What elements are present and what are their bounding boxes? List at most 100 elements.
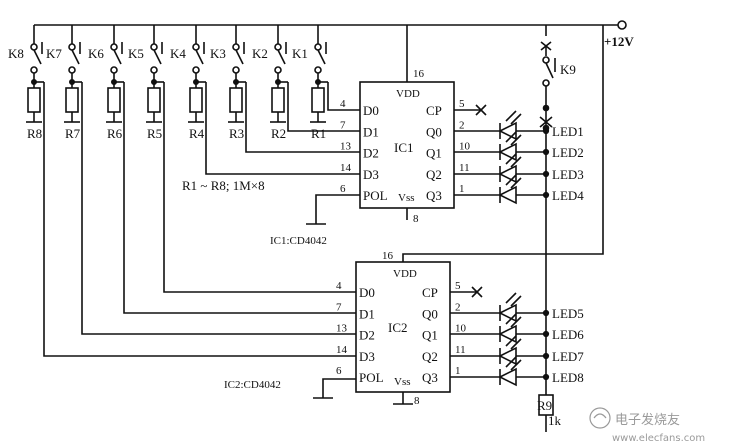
junction-dot <box>542 127 550 135</box>
led-arrow <box>510 134 522 146</box>
r9-resistor <box>538 394 554 432</box>
led-arrow <box>510 156 522 168</box>
led-led6: LED6 <box>450 313 584 344</box>
led-label-led5: LED5 <box>552 306 584 321</box>
ic1-name: IC1 <box>394 140 414 155</box>
led-led2: LED2 <box>454 131 584 162</box>
ic1-vdd-pin: 16 <box>413 68 425 80</box>
signal-route <box>81 82 356 335</box>
r9-value: 1k <box>548 413 562 428</box>
led-arrow <box>505 335 517 347</box>
ic1-pin-number-1: 1 <box>459 183 465 195</box>
switch-contact <box>232 66 240 74</box>
signal-route <box>163 82 356 293</box>
led-diode <box>498 185 517 205</box>
switch-lever <box>317 49 326 65</box>
ic2-pol-ground <box>313 378 356 399</box>
led-label-led4: LED4 <box>552 188 584 203</box>
pulldown-resistor <box>27 87 41 113</box>
led-label-led6: LED6 <box>552 327 584 342</box>
switch-label-k6: K6 <box>88 46 104 61</box>
led-led4: LED4 <box>454 174 584 205</box>
ic1-cp-line <box>454 104 487 116</box>
switch-contact <box>232 43 240 51</box>
junction-dot <box>542 309 550 317</box>
switch-lever <box>277 49 286 65</box>
ic1-pin-number-13: 13 <box>340 141 352 153</box>
ic2-pin-label-d1: D1 <box>359 306 375 321</box>
led-label-led3: LED3 <box>552 167 584 182</box>
ic1-pin-label-q1: Q1 <box>426 146 442 161</box>
ic2-pin-label-pol: POL <box>359 370 384 385</box>
led-arrow <box>505 356 517 368</box>
switch-contact <box>110 43 118 51</box>
ic2-pin-number-5: 5 <box>455 280 461 292</box>
cp-cut-mark <box>475 104 487 116</box>
ic2-pin-number-7: 7 <box>336 301 342 313</box>
pulldown-resistor <box>189 87 203 113</box>
ic2-vdd-label: VDD <box>393 268 417 280</box>
ic1-vdd-label: VDD <box>396 88 420 100</box>
ic1-part-label: IC1:CD4042 <box>270 235 327 247</box>
switch-lever <box>153 49 162 65</box>
led-arrow <box>505 131 517 143</box>
led-arrow <box>505 153 517 165</box>
ic1-pin-number-11: 11 <box>459 162 470 174</box>
cp-cut-mark <box>471 286 483 298</box>
switch-contact <box>314 66 322 74</box>
led-label-led7: LED7 <box>552 349 584 364</box>
led-diode <box>498 324 517 344</box>
r9-name: R9 <box>537 398 552 413</box>
led-label-led8: LED8 <box>552 370 584 385</box>
led-arrow <box>505 110 517 122</box>
ic2 <box>355 25 604 405</box>
watermark-url: www.elecfans.com <box>612 433 705 444</box>
led-arrow <box>505 313 517 325</box>
switch-label-k2: K2 <box>252 46 268 61</box>
resistor-label-r8: R8 <box>27 126 42 141</box>
led-led1: LED1 <box>454 110 584 141</box>
ic2-pin-number-10: 10 <box>455 323 467 335</box>
ic1-pin-number-10: 10 <box>459 141 471 153</box>
led-led8: LED8 <box>450 356 584 387</box>
led-arrow <box>510 316 522 328</box>
ic2-pin-label-q3: Q3 <box>422 370 438 385</box>
signal-route <box>245 82 360 153</box>
switch-contact <box>192 66 200 74</box>
ic2-pin-label-d3: D3 <box>359 349 375 364</box>
resistor-label-r3: R3 <box>229 126 244 141</box>
junction-dot <box>542 352 550 360</box>
ic1-pin-label-d3: D3 <box>363 167 379 182</box>
pulldown-resistor <box>107 87 121 113</box>
led-label-led1: LED1 <box>552 124 584 139</box>
watermark-text: 电子发烧友 <box>615 412 680 428</box>
ic1-pin-number-7: 7 <box>340 119 346 131</box>
supply-label: +12V <box>604 34 634 49</box>
k9-switch <box>540 25 556 108</box>
resistor-label-r2: R2 <box>271 126 286 141</box>
k9-label: K9 <box>560 62 576 77</box>
junction-dot <box>542 148 550 156</box>
ic2-name: IC2 <box>388 320 408 335</box>
ic2-pin-label-q1: Q1 <box>422 328 438 343</box>
ic2-pin-number-11: 11 <box>455 344 466 356</box>
watermark-logo <box>589 407 611 429</box>
switch-contact <box>30 43 38 51</box>
switch-contact <box>150 43 158 51</box>
led-led3: LED3 <box>454 153 584 184</box>
led-arrow <box>505 292 517 304</box>
ic1-pin-number-6: 6 <box>340 183 346 195</box>
signal-route <box>205 82 360 175</box>
switch-contact <box>68 66 76 74</box>
ic1 <box>359 25 455 220</box>
led-arrow <box>510 295 522 307</box>
led-diode <box>498 346 517 366</box>
switch-contact <box>274 43 282 51</box>
switch-contact <box>314 43 322 51</box>
